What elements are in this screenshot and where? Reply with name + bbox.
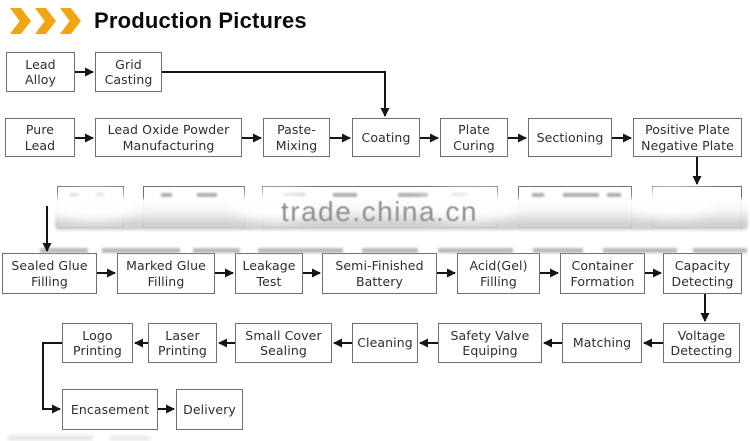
node-laser-printing: Laser Printing bbox=[148, 323, 217, 363]
node-safety-valve-equiping: Safety Valve Equiping bbox=[438, 323, 542, 363]
node-lead-alloy: Lead Alloy bbox=[6, 52, 75, 92]
node-marked-glue-filling: Marked Glue Filling bbox=[117, 253, 215, 294]
obscured-text-fragment bbox=[333, 193, 357, 197]
watermark-ghost-bar bbox=[193, 248, 240, 253]
page-header: Production Pictures bbox=[10, 6, 307, 36]
watermark-text: trade.china.cn bbox=[281, 196, 478, 227]
obscured-text-fragment bbox=[398, 193, 428, 197]
watermark-ghost-bar bbox=[40, 248, 88, 253]
obscured-text-fragment bbox=[161, 193, 172, 197]
node-matching: Matching bbox=[562, 323, 642, 363]
page-title: Production Pictures bbox=[94, 8, 307, 33]
node-pure-lead: Pure Lead bbox=[5, 118, 75, 157]
node-encasement: Encasement bbox=[62, 389, 158, 430]
node-coating: Coating bbox=[352, 118, 420, 157]
node-paste-mixing: Paste- Mixing bbox=[263, 118, 330, 157]
node-sectioning: Sectioning bbox=[528, 118, 612, 157]
node-semi-finished-battery: Semi-Finished Battery bbox=[322, 253, 437, 294]
flow-arrow bbox=[162, 71, 390, 117]
node-voltage-detecting: Voltage Detecting bbox=[663, 323, 740, 363]
watermark-ghost-bar bbox=[258, 248, 343, 253]
node-leakage-test: Leakage Test bbox=[235, 253, 303, 294]
node-acid-gel-filling: Acid(Gel) Filling bbox=[457, 253, 540, 294]
watermark-ghost-bar bbox=[693, 248, 747, 253]
node-plate-curing: Plate Curing bbox=[440, 118, 508, 157]
node-grid-casting: Grid Casting bbox=[95, 52, 162, 92]
node-small-cover-sealing: Small Cover Sealing bbox=[235, 323, 332, 363]
watermark-blob bbox=[630, 187, 715, 217]
watermark-ghost-bar bbox=[438, 248, 513, 253]
node-logo-printing: Logo Printing bbox=[62, 323, 133, 363]
watermark-ghost-bar bbox=[603, 248, 677, 253]
node-cleaning: Cleaning bbox=[352, 323, 418, 363]
node-positive-negative-plate: Positive Plate Negative Plate bbox=[633, 118, 742, 157]
node-delivery: Delivery bbox=[176, 389, 243, 430]
watermark-blob bbox=[233, 189, 318, 221]
obscured-text-fragment bbox=[197, 193, 217, 197]
watermark-ghost-bar bbox=[8, 436, 93, 440]
node-lead-oxide-powder-manufacturing: Lead Oxide Powder Manufacturing bbox=[95, 118, 242, 157]
chevron-icon bbox=[10, 8, 31, 34]
chevron-icon bbox=[60, 8, 81, 34]
chevron-icon bbox=[35, 8, 56, 34]
node-sealed-glue-filling: Sealed Glue Filling bbox=[2, 253, 97, 294]
watermark-ghost-bar bbox=[533, 248, 583, 253]
watermark-blob bbox=[420, 189, 520, 220]
watermark-ghost-bar bbox=[362, 248, 418, 253]
watermark-ghost-bar bbox=[110, 437, 150, 440]
flow-arrow bbox=[42, 342, 62, 414]
watermark-blob bbox=[48, 190, 138, 220]
node-container-formation: Container Formation bbox=[560, 253, 645, 294]
obscured-text-fragment bbox=[563, 193, 599, 197]
node-capacity-detecting: Capacity Detecting bbox=[663, 253, 742, 294]
watermark-ghost-bar bbox=[102, 248, 180, 253]
obscured-text-fragment bbox=[532, 193, 544, 197]
obscured-text-fragment bbox=[607, 193, 621, 197]
